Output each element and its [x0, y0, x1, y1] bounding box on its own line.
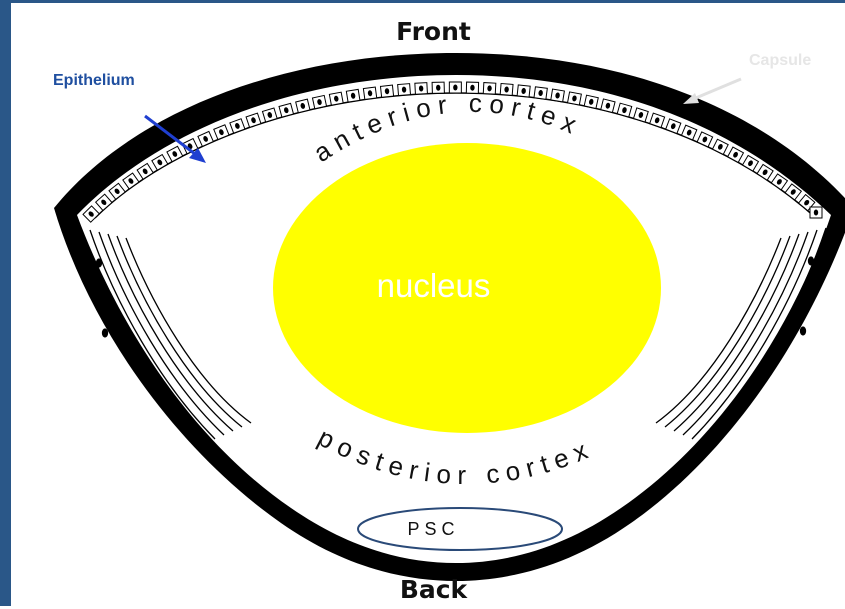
nucleus-label: nucleus [11, 267, 845, 305]
fiber-nucleus [801, 327, 806, 335]
fiber-nucleus [97, 259, 102, 267]
cell-nucleus [814, 210, 818, 216]
front-label: Front [11, 17, 845, 46]
fiber-nucleus [809, 257, 814, 265]
epithelium-label: Epithelium [53, 72, 135, 90]
capsule-arrow [691, 79, 741, 100]
fiber-nucleus [785, 334, 790, 342]
fiber-nucleus [103, 329, 108, 337]
back-label: Back [11, 575, 845, 604]
capsule-label: Capsule [749, 52, 811, 70]
fiber-nucleus [121, 334, 126, 342]
psc-label: PSC [11, 519, 845, 540]
